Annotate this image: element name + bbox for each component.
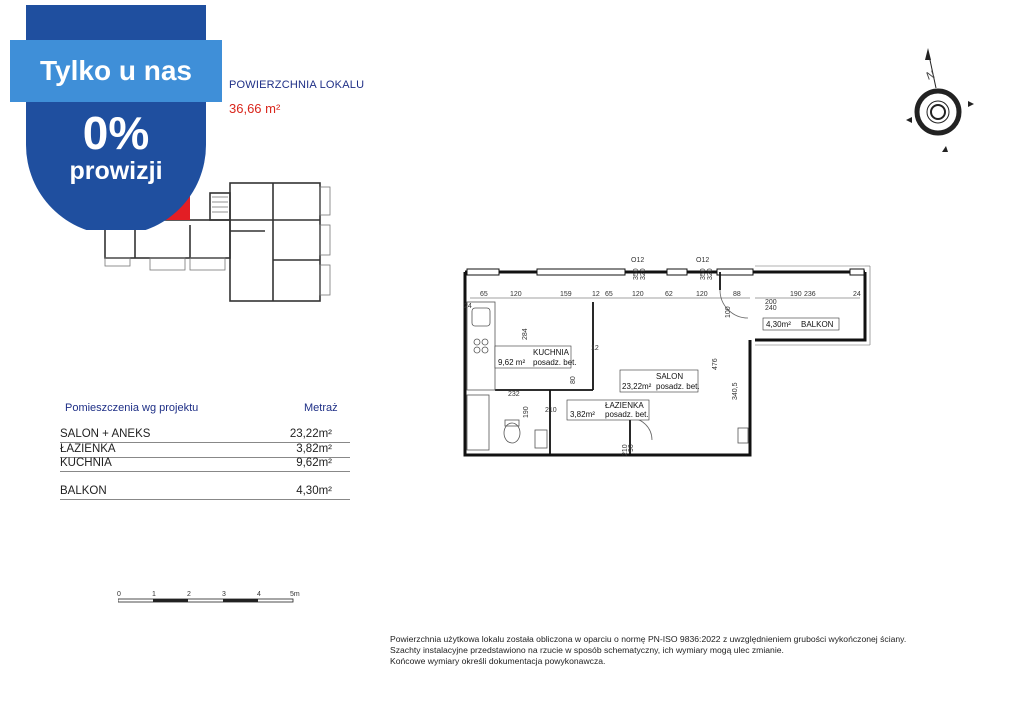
- salon-floor: posadz. bet.: [656, 382, 700, 391]
- dim-label: 120: [632, 291, 644, 298]
- kuchnia-label: KUCHNIA: [533, 348, 570, 357]
- balkon-area: 4,30m²: [766, 320, 791, 329]
- salon-label: SALON: [656, 372, 683, 381]
- dim-label: 88: [733, 291, 741, 298]
- lazienka-label: ŁAZIENKA: [605, 401, 644, 410]
- dim-label: O12: [696, 257, 709, 264]
- dim-label: 232: [508, 391, 520, 398]
- room-area: 3,82m²: [296, 443, 332, 455]
- dim-label: 80: [570, 376, 577, 384]
- rooms-header-left: Pomieszczenia wg projektu: [65, 402, 199, 414]
- dim-label: 200: [765, 299, 777, 306]
- promo-percent: 0%: [82, 107, 150, 159]
- dim-label: 65: [605, 291, 613, 298]
- dim-label: 190: [523, 406, 530, 418]
- balkon-label: BALKON: [801, 320, 834, 329]
- dim-label: 476: [712, 358, 719, 370]
- dim-label: 320: [640, 268, 647, 280]
- scale-tick: 3: [222, 591, 226, 598]
- scale-tick: 1: [152, 591, 156, 598]
- dim-label: 350: [700, 268, 707, 280]
- room-name: ŁAZIENKA: [60, 443, 116, 455]
- apartment-floor-plan: 65 120 159 12 65 120 62 120 88 190 236 2…: [463, 257, 871, 457]
- lazienka-floor: posadz. bet.: [605, 410, 649, 419]
- dim-label: 320: [707, 268, 714, 280]
- dim-label: 236: [804, 291, 816, 298]
- salon-area: 23,22m²: [622, 382, 652, 391]
- kuchnia-area: 9,62 m²: [498, 358, 525, 367]
- room-name: BALKON: [60, 485, 107, 497]
- scale-tick: 0: [117, 591, 121, 598]
- dim-label: 62: [665, 291, 673, 298]
- dim-label: 340,5: [732, 382, 739, 400]
- dim-label: 12: [592, 291, 600, 298]
- promo-title: Tylko u nas: [40, 55, 192, 86]
- dim-label: 284: [522, 328, 529, 340]
- room-name: KUCHNIA: [60, 457, 112, 469]
- dim-label: 120: [696, 291, 708, 298]
- footnote-line: Powierzchnia użytkowa lokalu została obl…: [390, 634, 907, 644]
- promo-badge: Tylko u nas 0% prowizji: [0, 0, 230, 230]
- dim-label: 190: [790, 291, 802, 298]
- table-row: SALON + ANEKS 23,22m²: [60, 427, 350, 443]
- dim-label: O12: [631, 257, 644, 264]
- dim-label: 12: [591, 345, 599, 352]
- dim-label: 210: [545, 407, 557, 414]
- dim-label: 24: [464, 303, 472, 310]
- promo-subtitle: prowizji: [69, 157, 163, 185]
- dim-label: 65: [480, 291, 488, 298]
- lazienka-area: 3,82m²: [570, 410, 595, 419]
- dim-label: 240: [765, 305, 777, 312]
- dim-label: 120: [510, 291, 522, 298]
- compass-north-label: N: [925, 69, 937, 83]
- rooms-header-right: Metraż: [304, 402, 338, 414]
- area-label: POWIERZCHNIA LOKALU: [229, 79, 365, 91]
- room-area: 23,22m²: [289, 428, 332, 440]
- table-row: KUCHNIA 9,62m²: [60, 456, 350, 472]
- room-area: 9,62m²: [296, 457, 332, 469]
- scale-tick: 4: [257, 591, 261, 598]
- dim-label: 159: [560, 291, 572, 298]
- compass-icon: N: [906, 48, 974, 152]
- footnote-line: Końcowe wymiary określi dokumentacja pow…: [390, 656, 606, 666]
- footnote-line: Szachty instalacyjne przedstawiono na rz…: [390, 645, 784, 655]
- dim-label: 350: [633, 268, 640, 280]
- kuchnia-floor: posadz. bet.: [533, 358, 577, 367]
- table-row: ŁAZIENKA 3,82m²: [60, 442, 350, 458]
- table-row: BALKON 4,30m²: [60, 484, 350, 500]
- dim-label: 210: [622, 444, 629, 456]
- room-area: 4,30m²: [296, 485, 332, 497]
- dim-label: 100: [725, 306, 732, 318]
- room-name: SALON + ANEKS: [60, 428, 151, 440]
- scale-bar: [118, 598, 294, 603]
- scale-tick: 2: [187, 591, 191, 598]
- dim-label: 90: [628, 444, 635, 452]
- scale-tick: 5m: [290, 591, 300, 598]
- area-value: 36,66 m²: [229, 101, 281, 116]
- dim-label: 24: [853, 291, 861, 298]
